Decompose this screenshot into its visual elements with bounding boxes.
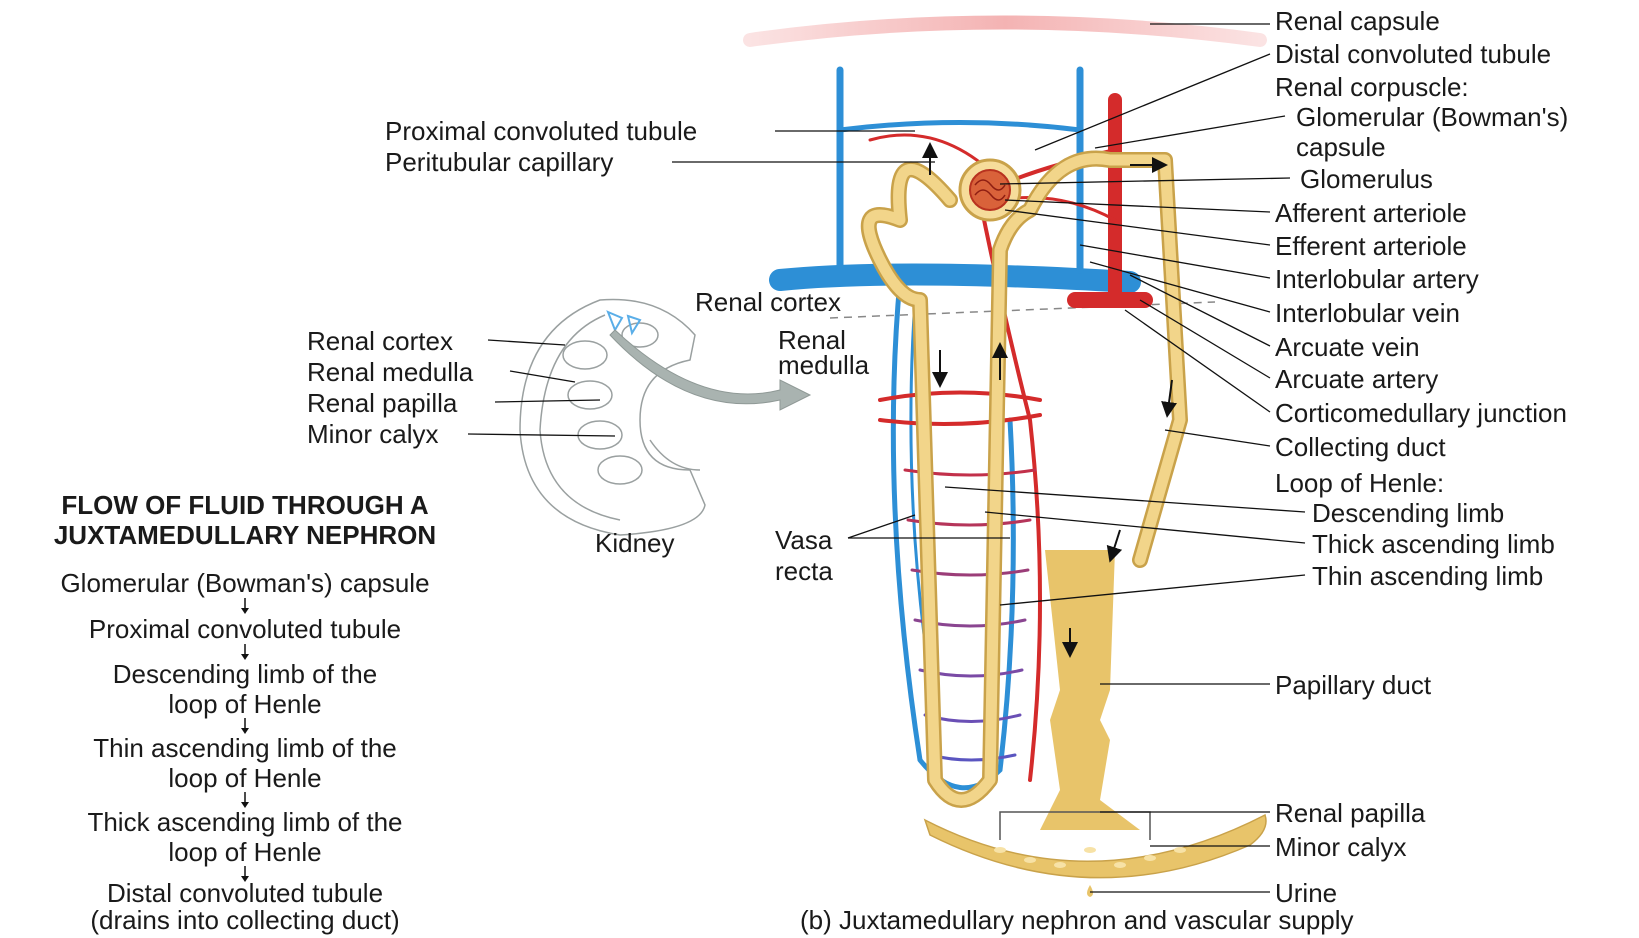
label-renal-corpuscle: Renal corpuscle: xyxy=(1275,72,1469,102)
label-glomerular-capsule-2: capsule xyxy=(1296,132,1386,162)
flow-step-descending-limb-1: Descending limb of the xyxy=(10,659,480,689)
label-arcuate-artery: Arcuate artery xyxy=(1275,364,1438,394)
flow-step-thick-ascending-1: Thick ascending limb of the xyxy=(10,807,480,837)
label-glomerulus: Glomerulus xyxy=(1300,164,1433,194)
label-proximal-convoluted-tubule: Proximal convoluted tubule xyxy=(385,116,697,146)
flow-title-line2: JUXTAMEDULLARY NEPHRON xyxy=(10,520,480,550)
flow-title-line1: FLOW OF FLUID THROUGH A xyxy=(10,490,480,520)
label-renal-medulla-center-2: medulla xyxy=(778,350,869,380)
label-minor-calyx: Minor calyx xyxy=(1275,832,1406,862)
urine-drop xyxy=(1087,885,1093,897)
flow-down-arrow xyxy=(240,644,250,660)
flow-title: FLOW OF FLUID THROUGH A JUXTAMEDULLARY N… xyxy=(10,490,480,550)
flow-down-arrow xyxy=(240,718,250,734)
label-peritubular-capillary: Peritubular capillary xyxy=(385,147,613,177)
renal-capsule-band xyxy=(750,23,1260,41)
flow-step-thin-ascending-1: Thin ascending limb of the xyxy=(10,733,480,763)
flow-step-thin-ascending-2: loop of Henle xyxy=(10,763,480,793)
label-thin-ascending-limb: Thin ascending limb xyxy=(1312,561,1543,591)
label-descending-limb: Descending limb xyxy=(1312,498,1504,528)
label-collecting-duct: Collecting duct xyxy=(1275,432,1446,462)
flow-step-descending-limb-2: loop of Henle xyxy=(10,689,480,719)
label-loop-of-henle: Loop of Henle: xyxy=(1275,468,1444,498)
label-kidney-renal-cortex: Renal cortex xyxy=(307,326,453,356)
label-interlobular-artery: Interlobular artery xyxy=(1275,264,1479,294)
label-thick-ascending-limb: Thick ascending limb xyxy=(1312,529,1555,559)
label-kidney-renal-medulla: Renal medulla xyxy=(307,357,473,387)
label-arcuate-vein: Arcuate vein xyxy=(1275,332,1420,362)
label-renal-papilla: Renal papilla xyxy=(1275,798,1425,828)
flow-down-arrow xyxy=(240,598,250,614)
label-renal-capsule: Renal capsule xyxy=(1275,6,1440,36)
label-distal-convoluted-tubule: Distal convoluted tubule xyxy=(1275,39,1551,69)
flow-step-distal-tubule-1: Distal convoluted tubule xyxy=(10,878,480,908)
label-vasa-recta-1: Vasa xyxy=(775,525,832,555)
label-corticomedullary-junction: Corticomedullary junction xyxy=(1275,398,1567,428)
label-kidney-renal-papilla: Renal papilla xyxy=(307,388,457,418)
label-efferent-arteriole: Efferent arteriole xyxy=(1275,231,1467,261)
flow-step-thick-ascending-2: loop of Henle xyxy=(10,837,480,867)
flow-down-arrow xyxy=(240,792,250,808)
label-kidney-minor-calyx: Minor calyx xyxy=(307,419,438,449)
label-glomerular-capsule: Glomerular (Bowman's) xyxy=(1296,102,1568,132)
papillary-duct xyxy=(1040,550,1140,830)
label-interlobular-vein: Interlobular vein xyxy=(1275,298,1460,328)
flow-step-distal-tubule-2: (drains into collecting duct) xyxy=(10,905,480,935)
label-vasa-recta-2: recta xyxy=(775,556,833,586)
figure-caption: (b) Juxtamedullary nephron and vascular … xyxy=(800,905,1354,935)
label-renal-cortex-center: Renal cortex xyxy=(695,287,841,317)
label-afferent-arteriole: Afferent arteriole xyxy=(1275,198,1467,228)
label-kidney: Kidney xyxy=(595,528,675,558)
flow-step-proximal-tubule: Proximal convoluted tubule xyxy=(10,614,480,644)
label-urine: Urine xyxy=(1275,878,1337,908)
label-papillary-duct: Papillary duct xyxy=(1275,670,1431,700)
flow-step-bowmans-capsule: Glomerular (Bowman's) capsule xyxy=(10,568,480,598)
